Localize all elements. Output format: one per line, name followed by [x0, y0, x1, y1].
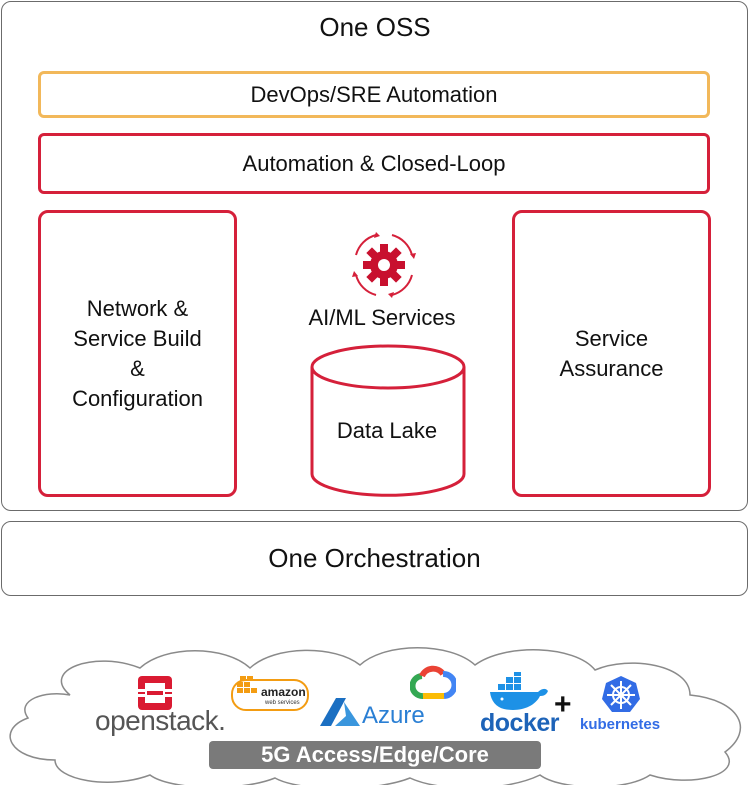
service-assurance-box: Service Assurance: [512, 210, 711, 497]
network-build-line-3: &: [130, 355, 145, 381]
network-service-build-box: Network & Service Build & Configuration: [38, 210, 237, 497]
ai-gear-cycle-icon: [352, 232, 416, 298]
network-build-line-1: Network &: [86, 295, 189, 321]
cloud-shape: [9, 647, 742, 785]
automation-closed-loop-label: Automation & Closed-Loop: [242, 150, 506, 176]
one-orchestration-label: One Orchestration: [268, 543, 481, 573]
openstack-icon: [138, 676, 172, 710]
one-oss-title: One OSS: [319, 12, 431, 42]
amazon-web-services-icon: amazon web services: [231, 676, 309, 711]
docker-whale-icon: [490, 672, 548, 710]
devops-sre-label: DevOps/SRE Automation: [250, 81, 498, 107]
devops-sre-box: DevOps/SRE Automation: [38, 71, 710, 118]
data-lake-label: Data Lake: [336, 418, 438, 443]
network-build-line-2: Service Build: [73, 325, 202, 351]
amazon-label: amazon: [261, 685, 306, 699]
access-edge-core-bar: 5G Access/Edge/Core: [209, 741, 541, 769]
openstack-label: openstack.: [95, 705, 226, 736]
network-build-line-4: Configuration: [72, 385, 203, 411]
azure-label: Azure: [362, 702, 425, 729]
data-lake-cylinder: [310, 344, 466, 497]
google-cloud-icon: [410, 665, 456, 699]
kubernetes-helm-icon: [602, 676, 640, 712]
service-assurance-line-1: Service: [574, 325, 649, 351]
azure-icon: [320, 698, 360, 726]
access-edge-core-label: 5G Access/Edge/Core: [261, 742, 489, 767]
plus-sign: +: [554, 688, 572, 721]
amazon-sub-label: web services: [264, 700, 300, 706]
service-assurance-line-2: Assurance: [559, 355, 664, 381]
ai-ml-services-label: AI/ML Services: [308, 305, 456, 330]
one-orchestration-box: One Orchestration: [1, 521, 748, 596]
kubernetes-label: kubernetes: [580, 716, 661, 733]
automation-closed-loop-box: Automation & Closed-Loop: [38, 133, 710, 194]
docker-label: docker: [480, 709, 559, 737]
